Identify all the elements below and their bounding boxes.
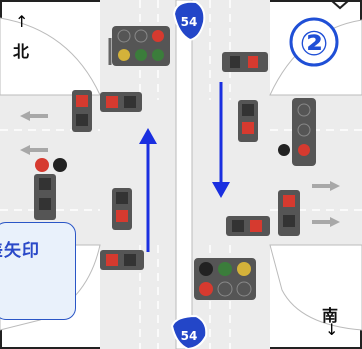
signal-west-upper (72, 90, 142, 132)
southbound-arrow (212, 82, 230, 198)
signal-east-lower (226, 190, 300, 236)
route-shield-top-label: 54 (181, 15, 198, 29)
number-badge: ② (289, 17, 339, 67)
signal-east-upper (238, 98, 316, 166)
south-label: 南 (322, 306, 339, 325)
north-label: 北 (13, 42, 30, 61)
south-arrow-icon: ↓ (325, 320, 339, 339)
route-shield-bottom: 54 (170, 314, 208, 349)
northbound-arrow (139, 128, 157, 252)
number-badge-label: ② (300, 24, 329, 64)
route-shield-top: 54 (172, 0, 206, 42)
signal-south-main (194, 258, 256, 300)
north-arrow-icon: ↑ (15, 12, 29, 31)
signal-south-left (100, 250, 144, 270)
callout-box (0, 222, 76, 320)
signal-west-lower (34, 158, 132, 230)
callout-text: 差矢印 (0, 241, 40, 261)
signal-north-main (108, 26, 170, 66)
corner-mark-icon (331, 0, 349, 10)
signal-north-right (222, 52, 268, 72)
route-shield-bottom-label: 54 (181, 329, 198, 343)
